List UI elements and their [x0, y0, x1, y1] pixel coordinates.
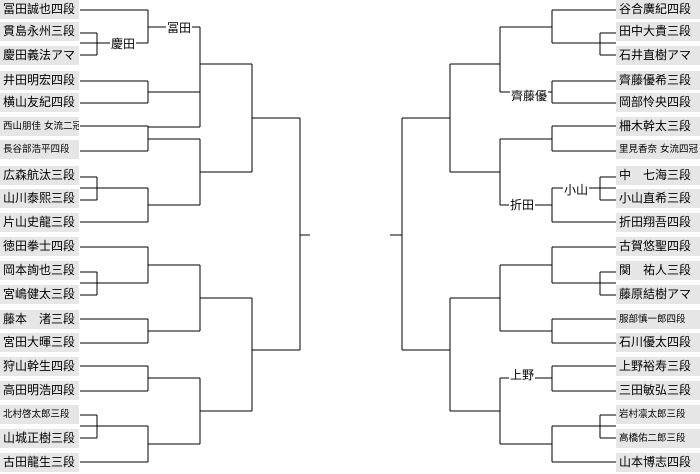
- player-entry-left-10: 片山史龍三段: [0, 213, 79, 232]
- player-entry-left-7: 長谷部浩平四段: [0, 140, 79, 159]
- player-entry-right-3: 石井直樹アマ: [616, 46, 700, 65]
- player-entry-right-2: 田中大貴三段: [616, 22, 700, 41]
- player-entry-left-9: 山川泰熙三段: [0, 189, 79, 208]
- player-entry-right-14: 服部慎一郎四段: [616, 310, 700, 329]
- player-entry-right-16: 上野裕寿三段: [616, 357, 700, 376]
- player-entry-left-11: 徳田拳士四段: [0, 237, 79, 256]
- player-entry-left-13: 宮嶋健太三段: [0, 285, 79, 304]
- player-entry-right-15: 石川優太四段: [616, 333, 700, 352]
- player-entry-right-4: 齊藤優希三段: [616, 71, 700, 90]
- player-entry-right-10: 折田翔吾四段: [616, 213, 700, 232]
- player-entry-right-5: 岡部怜央四段: [616, 93, 700, 112]
- player-entry-right-6: 柵木幹太三段: [616, 117, 700, 136]
- player-entry-left-1: 冨田誠也四段: [0, 0, 79, 19]
- player-entry-right-19: 高橋佑二郎三段: [616, 429, 700, 448]
- player-entry-right-1: 谷合廣紀四段: [616, 0, 700, 19]
- player-entry-left-17: 高田明浩四段: [0, 381, 79, 400]
- player-entry-right-17: 三田敏弘三段: [616, 381, 700, 400]
- player-entry-right-20: 山本博志四段: [616, 453, 700, 472]
- advance-label-saito: 齊藤優: [510, 89, 549, 103]
- player-entry-left-12: 岡本詢也三段: [0, 261, 79, 280]
- player-entry-right-7: 里見香奈 女流四冠: [616, 140, 700, 159]
- player-entry-right-12: 関 祐人三段: [616, 261, 700, 280]
- player-entry-left-8: 広森航汰三段: [0, 166, 79, 185]
- player-entry-left-20: 古田龍生三段: [0, 453, 79, 472]
- player-entry-left-15: 宮田大暉三段: [0, 333, 79, 352]
- player-entry-left-18: 北村啓太郎三段: [0, 405, 79, 424]
- advance-label-tomita: 冨田: [166, 21, 193, 35]
- advance-label-koyama: 小山: [563, 183, 590, 197]
- player-entry-left-19: 山城正樹三段: [0, 429, 79, 448]
- advance-label-ueno: 上野: [509, 368, 536, 382]
- player-entry-right-18: 岩村凛太郎三段: [616, 405, 700, 424]
- player-entry-left-14: 藤本 渚三段: [0, 310, 79, 329]
- player-entry-left-6: 西山朋佳 女流二冠: [0, 117, 79, 136]
- player-entry-right-8: 中 七海三段: [616, 166, 700, 185]
- player-entry-right-11: 古賀悠聖四段: [616, 237, 700, 256]
- player-entry-left-5: 横山友紀四段: [0, 93, 79, 112]
- player-entry-left-3: 慶田義法アマ: [0, 46, 79, 65]
- player-entry-right-9: 小山直希三段: [616, 189, 700, 208]
- player-entry-left-2: 貫島永州三段: [0, 22, 79, 41]
- advance-label-keita: 慶田: [110, 37, 137, 51]
- advance-label-orita: 折田: [509, 198, 536, 212]
- player-entry-left-4: 井田明宏四段: [0, 71, 79, 90]
- player-entry-left-16: 狩山幹生四段: [0, 357, 79, 376]
- player-entry-right-13: 藤原結樹アマ: [616, 285, 700, 304]
